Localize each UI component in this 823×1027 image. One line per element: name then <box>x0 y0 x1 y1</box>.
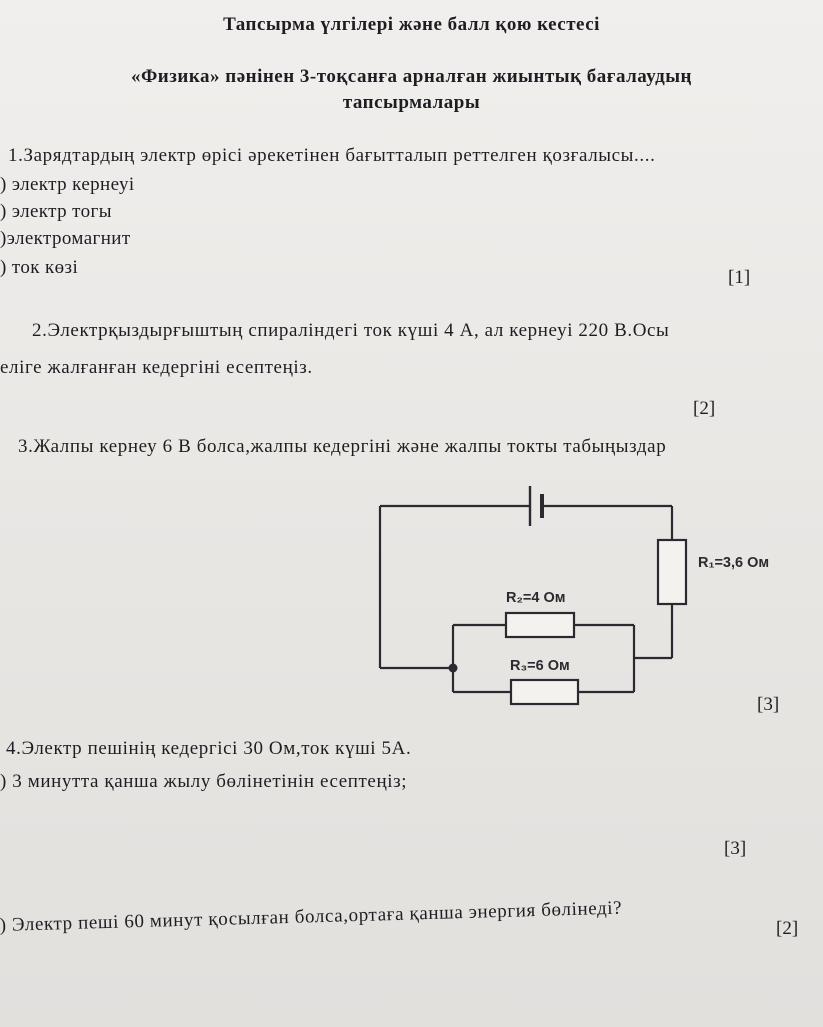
question-1-option-d: ) ток көзі <box>0 257 79 278</box>
question-4-part-a: ) 3 минутта қанша жылу бөлінетінін есепт… <box>0 771 408 792</box>
question-1-score: [1] <box>728 267 751 288</box>
question-2-line-2: еліге жалғанған кедергіні есептеңіз. <box>0 357 313 378</box>
question-2-score: [2] <box>693 398 716 419</box>
label-r3: R₃=6 Ом <box>510 658 570 674</box>
resistor-r2 <box>504 611 576 639</box>
question-4-part-b: ) Электр пеші 60 минут қосылған болса,ор… <box>0 897 623 937</box>
question-1-option-c: )электромагнит <box>0 228 131 249</box>
question-4-score-a: [3] <box>724 838 747 859</box>
question-1-option-a: ) электр кернеуі <box>0 174 135 195</box>
label-r1: R₁=3,6 Ом <box>698 555 769 571</box>
resistor-r1 <box>656 538 688 606</box>
circuit-diagram: R₁=3,6 Ом R₂=4 Ом R₃=6 Ом <box>378 486 769 706</box>
resistor-r3 <box>509 678 580 706</box>
page-subtitle-line-2: тапсырмалары <box>342 92 481 113</box>
question-1-option-b: ) электр тогы <box>0 201 112 222</box>
question-3-score: [3] <box>757 694 780 715</box>
question-1-text: 1.Зарядтардың электр өрісі әрекетінен ба… <box>8 145 656 166</box>
question-4-score-b: [2] <box>776 918 799 939</box>
page-title: Тапсырма үлгілері және балл қою кестесі <box>223 14 600 35</box>
label-r2: R₂=4 Ом <box>506 590 565 606</box>
junction-node <box>448 663 458 673</box>
question-2-line-1: 2.Электрқыздырғыштың спиралiндегі ток кү… <box>32 320 670 341</box>
question-4-line-1: 4.Электр пешінің кедергісі 30 Ом,ток күш… <box>6 738 412 759</box>
question-3-text: 3.Жалпы кернеу 6 В болса,жалпы кедергіні… <box>18 436 667 457</box>
page-subtitle-line-1: «Физика» пәнінен 3-тоқсанға арналған жиы… <box>130 66 692 87</box>
